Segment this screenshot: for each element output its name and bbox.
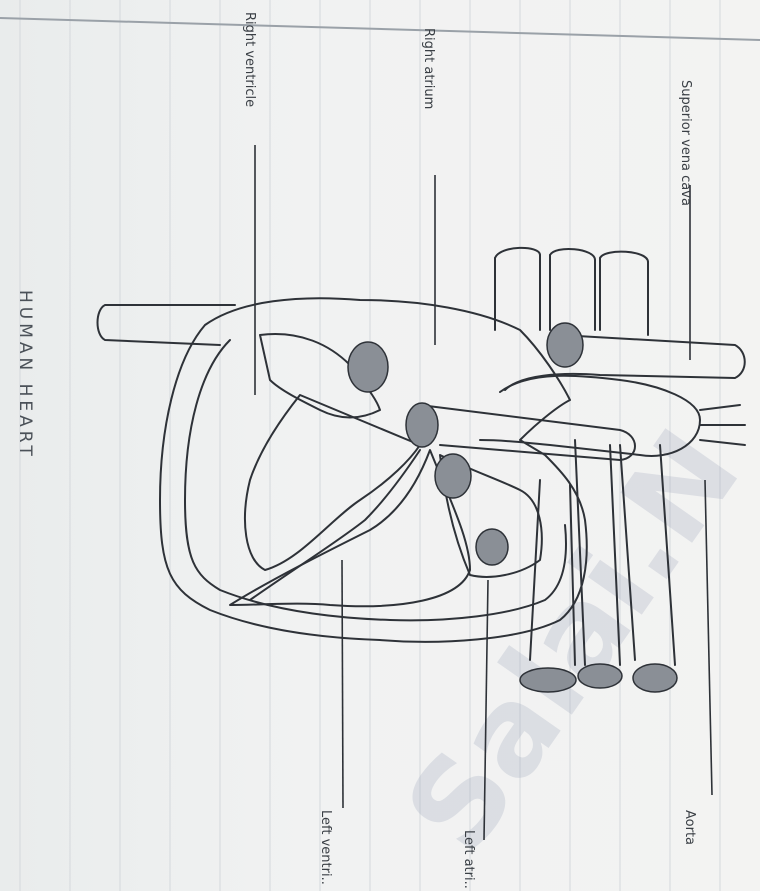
- aorta-branches: [700, 405, 745, 445]
- top-margin-line: [0, 18, 760, 40]
- leader-left-ventricle: [342, 560, 343, 808]
- pulmonary-vessel-1: [495, 255, 540, 330]
- label-left-atrium: Left atri..: [461, 830, 476, 889]
- valve-aortic: [435, 454, 471, 498]
- superior-vena-cava: [98, 305, 236, 345]
- left-ventricle-chamber: [230, 450, 470, 606]
- pulmonary-vessel-2: [550, 255, 595, 330]
- vessel-end-3: [633, 664, 677, 692]
- valve-right-atrium: [348, 342, 388, 392]
- vessel-caps: [495, 248, 648, 262]
- diagram-title: HUMAN HEART: [15, 290, 35, 460]
- label-right-ventricle: Right ventricle: [242, 12, 257, 107]
- page-rule-lines: [20, 0, 720, 891]
- vessel-end-2: [578, 664, 622, 688]
- valve-tricuspid: [406, 403, 438, 447]
- label-superior-vena-cava: Superior vena cava: [678, 80, 693, 206]
- label-right-atrium: Right atrium: [421, 28, 436, 109]
- label-aorta: Aorta: [682, 810, 697, 845]
- aorta-tube: [505, 335, 745, 390]
- valve-pulmonary: [547, 323, 583, 367]
- valve-mitral: [476, 529, 508, 565]
- vessel-end-1: [520, 668, 576, 692]
- label-left-ventricle: Left ventri..: [318, 810, 333, 885]
- pulmonary-vessel-3: [600, 258, 648, 335]
